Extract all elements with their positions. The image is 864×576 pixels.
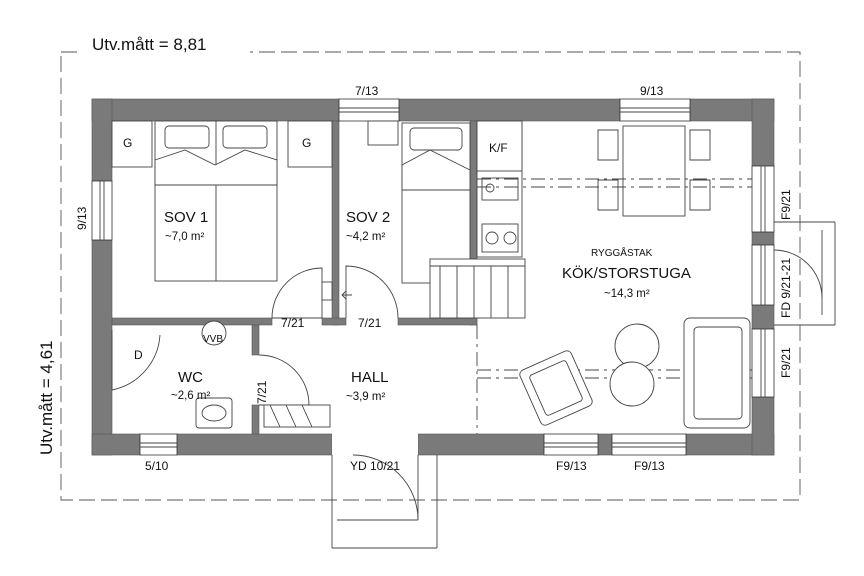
door-swing-sov2 xyxy=(345,265,399,319)
outer-dimension-boundary xyxy=(60,51,801,501)
wardrobe-right xyxy=(287,120,333,168)
pillow-icon xyxy=(409,127,463,151)
terrace-door-label: FD 9/21-21 xyxy=(779,258,793,318)
nightstand xyxy=(367,120,399,146)
window-label: 5/10 xyxy=(145,459,169,473)
fridge-label: K/F xyxy=(489,141,508,155)
sov2-area: ~4,2 m² xyxy=(346,231,385,243)
window-label: F9/13 xyxy=(634,459,665,473)
sov1-area: ~7,0 m² xyxy=(165,231,204,243)
kitchen-area: ~14,3 m² xyxy=(604,288,650,300)
kitchen-note: RYGGÅSTAK xyxy=(591,246,653,259)
hall-name: HALL xyxy=(351,369,389,386)
window-label: 9/13 xyxy=(640,84,664,98)
kitchen-name: KÖK/STORSTUGA xyxy=(562,264,691,282)
dryer-label: D xyxy=(134,348,143,362)
wc-hall-furniture xyxy=(111,320,331,429)
chair xyxy=(597,129,619,161)
water-heater xyxy=(201,320,227,346)
arrow-icon xyxy=(341,290,352,300)
sink-icon xyxy=(481,177,519,201)
coffee-table xyxy=(609,361,655,407)
wardrobe-label: G xyxy=(302,136,311,150)
door-swing-sov1 xyxy=(271,267,323,319)
width-dimension-label: Utv.mått = 8,81 xyxy=(92,35,206,54)
sov1-name: SOV 1 xyxy=(164,209,208,226)
window-label: F9/13 xyxy=(556,459,587,473)
height-dimension-label: Utv.mått = 4,61 xyxy=(37,341,56,455)
hall-shelf xyxy=(263,404,331,428)
sov1-furniture xyxy=(111,120,333,282)
door-label: 7/21 xyxy=(358,316,382,330)
window-label: 9/13 xyxy=(75,206,89,230)
exterior-walls xyxy=(91,98,775,456)
window-label: F9/21 xyxy=(779,347,793,378)
window-label: 7/13 xyxy=(355,84,379,98)
wc-name: WC xyxy=(178,369,203,386)
pillow-icon xyxy=(222,125,268,149)
stair xyxy=(429,258,526,319)
dryer-door xyxy=(111,330,161,391)
toilet-label: VVB xyxy=(203,334,223,345)
chair xyxy=(597,179,619,211)
windows xyxy=(91,98,775,456)
wardrobe-left xyxy=(111,120,153,168)
doors xyxy=(258,221,836,549)
coffee-table xyxy=(614,323,660,369)
chair xyxy=(689,129,711,161)
dining-table xyxy=(622,125,686,217)
sov2-furniture xyxy=(321,120,526,319)
door-label: 7/21 xyxy=(255,380,269,404)
door-label: 7/21 xyxy=(281,316,305,330)
door-swing-terrace xyxy=(773,249,823,299)
pillow-icon xyxy=(164,125,210,149)
labels: G G K/F D VVB SOV 1 ~7,0 m² SOV 2 ~4,2 m… xyxy=(75,84,793,473)
kitchen-furniture xyxy=(476,120,752,434)
door-swing-wc xyxy=(258,354,310,406)
fridge xyxy=(476,120,523,172)
wardrobe-label: G xyxy=(123,136,132,150)
panel-icon xyxy=(321,281,333,301)
sov2-name: SOV 2 xyxy=(346,209,390,226)
entry-door-label: YD 10/21 xyxy=(350,459,400,473)
chair xyxy=(689,179,711,211)
door-swing-entry xyxy=(352,454,419,521)
window-label: F9/21 xyxy=(779,189,793,220)
wc-area: ~2,6 m² xyxy=(171,390,210,402)
hall-area: ~3,9 m² xyxy=(346,391,385,403)
